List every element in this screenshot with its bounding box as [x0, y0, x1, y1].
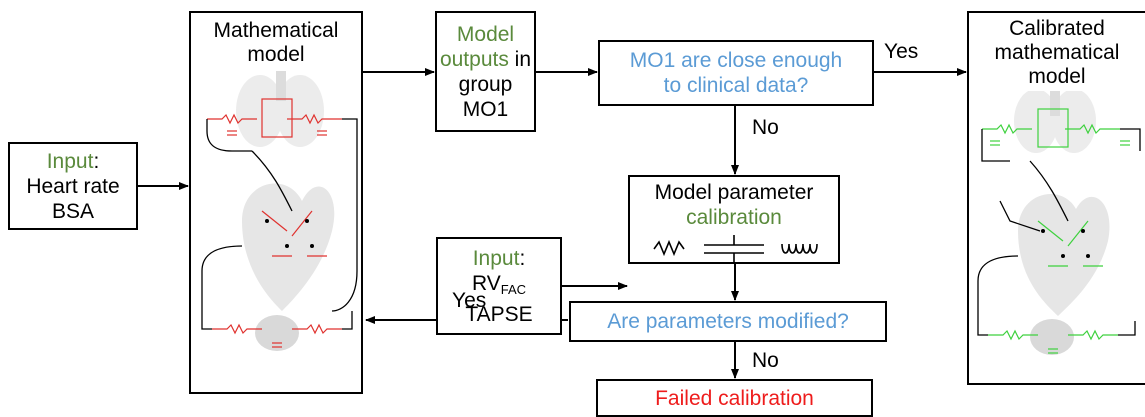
- input-bsa: BSA: [51, 199, 95, 223]
- decision-parameters-modified: Are parameters modified?: [569, 301, 887, 342]
- failed-text: Failed calibration: [655, 386, 814, 410]
- input-box: Input: Heart rate BSA: [8, 142, 138, 230]
- input2-tapse: TAPSE: [465, 302, 533, 326]
- outputs-mo1: MO1: [462, 97, 509, 121]
- calibrated-title-3: model: [1028, 65, 1086, 88]
- edge-label-no-top: No: [752, 116, 779, 139]
- circuit-diagram-green: [977, 91, 1141, 355]
- input2-rvfac: RVFAC: [471, 271, 527, 297]
- calibration-box: Model parameter calibration: [628, 175, 840, 264]
- edge-label-no-bottom: No: [752, 349, 779, 372]
- decision2-text: Are parameters modified?: [607, 310, 849, 333]
- math-model-title-2: model: [247, 43, 305, 66]
- decision1-line2: to clinical data?: [663, 74, 809, 97]
- input-label: Input: [46, 149, 94, 173]
- input2-box: Input: RVFAC TAPSE: [436, 237, 562, 335]
- model-outputs-box: Model outputs in group MO1: [435, 11, 536, 132]
- inductor-icon: [781, 243, 818, 254]
- input-heart-rate: Heart rate: [26, 174, 120, 198]
- input2-label: Input: [472, 246, 520, 270]
- mathematical-model-box: Mathematical model: [189, 11, 363, 394]
- decision1-line1: MO1 are close enough: [629, 49, 843, 72]
- outputs-label-model: Model: [456, 22, 515, 46]
- outputs-group: group: [458, 72, 513, 96]
- calibration-line1: Model parameter: [654, 181, 814, 204]
- edge-label-yes-bottom: Yes: [452, 289, 487, 312]
- resistor-icon: [653, 239, 685, 257]
- calibrated-title-2: mathematical: [994, 41, 1120, 64]
- calibrated-title-1: Calibrated: [1009, 17, 1105, 40]
- edge-label-yes-top: Yes: [884, 40, 919, 63]
- calibrated-model-box: Calibrated mathematical model: [967, 11, 1145, 385]
- math-model-title-1: Mathematical: [213, 19, 339, 42]
- decision-close-enough: MO1 are close enough to clinical data?: [598, 40, 874, 106]
- circuit-symbols-icon: [653, 235, 818, 262]
- circuit-diagram-red: [201, 71, 358, 351]
- failed-calibration-box: Failed calibration: [596, 379, 873, 417]
- outputs-label-outputs: outputs: [439, 47, 509, 71]
- calibration-line2: calibration: [686, 206, 782, 229]
